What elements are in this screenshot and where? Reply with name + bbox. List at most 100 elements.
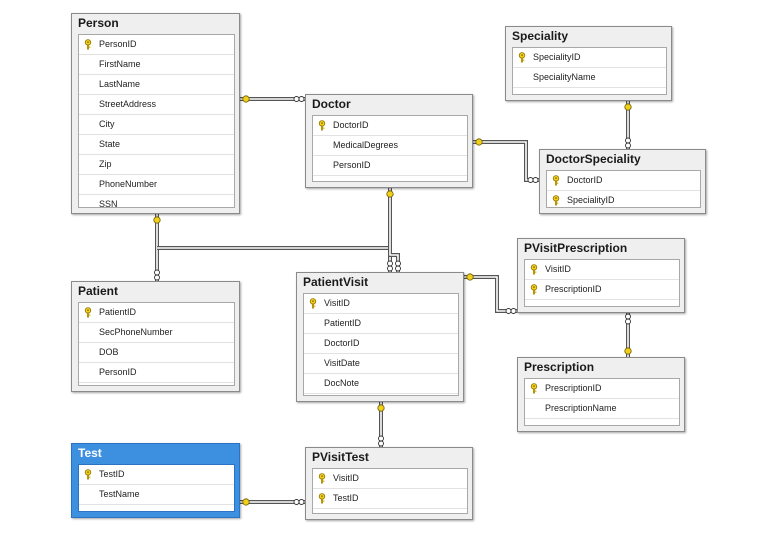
column-row[interactable]: SSN: [79, 195, 234, 207]
key-end-icon: [466, 273, 474, 281]
key-end-icon: [624, 347, 632, 355]
column-row[interactable]: StreetAddress: [79, 95, 234, 115]
column-row[interactable]: SpecialityName: [513, 68, 666, 88]
infinity-end-icon: [527, 177, 539, 183]
column-name: DoctorID: [567, 175, 603, 185]
column-list: PrescriptionID PrescriptionName: [524, 378, 680, 426]
column-row[interactable]: SpecialityID: [513, 48, 666, 68]
column-row[interactable]: PrescriptionID: [525, 280, 679, 300]
column-row[interactable]: PersonID: [313, 156, 467, 176]
column-row[interactable]: TestID: [79, 465, 234, 485]
infinity-end-icon: [387, 260, 393, 272]
column-name: DOB: [99, 347, 119, 357]
rel-test-pvisittest[interactable]: [240, 498, 305, 506]
column-name: City: [99, 119, 115, 129]
column-row[interactable]: DoctorID: [547, 171, 700, 191]
column-name: TestID: [99, 469, 125, 479]
column-row[interactable]: PatientID: [304, 314, 458, 334]
column-name: VisitID: [324, 298, 350, 308]
column-name: VisitDate: [324, 358, 360, 368]
column-name: PersonID: [99, 367, 137, 377]
column-row[interactable]: DocNote: [304, 374, 458, 394]
column-row[interactable]: TestID: [313, 489, 467, 509]
column-name: PrescriptionID: [545, 383, 602, 393]
table-title: PatientVisit: [303, 275, 369, 289]
table-title: PVisitTest: [312, 450, 369, 464]
rel-speciality-doctorspeciality[interactable]: [624, 101, 632, 149]
column-name: PhoneNumber: [99, 179, 158, 189]
column-row[interactable]: VisitID: [304, 294, 458, 314]
column-name: SpecialityID: [567, 195, 615, 205]
key-end-icon: [153, 216, 161, 224]
column-row[interactable]: VisitID: [525, 260, 679, 280]
column-row[interactable]: PhoneNumber: [79, 175, 234, 195]
column-name: Zip: [99, 159, 112, 169]
infinity-end-icon: [395, 260, 401, 272]
column-row[interactable]: DOB: [79, 343, 234, 363]
column-row[interactable]: PrescriptionID: [525, 379, 679, 399]
column-row[interactable]: VisitDate: [304, 354, 458, 374]
column-row[interactable]: PersonID: [79, 363, 234, 383]
column-name: VisitID: [333, 473, 359, 483]
rel-person-doctor[interactable]: [240, 95, 305, 103]
table-title: Doctor: [312, 97, 351, 111]
column-name: PersonID: [99, 39, 137, 49]
column-list: VisitID TestID: [312, 468, 468, 514]
column-row[interactable]: City: [79, 115, 234, 135]
rel-patientvisit-pvisitprescription[interactable]: [464, 273, 517, 314]
column-row[interactable]: SecPhoneNumber: [79, 323, 234, 343]
column-row[interactable]: SpecialityID: [547, 191, 700, 207]
column-row[interactable]: PatientID: [79, 303, 234, 323]
table-title: PVisitPrescription: [524, 241, 628, 255]
column-row[interactable]: TestName: [79, 485, 234, 505]
rel-patientvisit-pvisittest[interactable]: [377, 402, 385, 447]
column-row[interactable]: LastName: [79, 75, 234, 95]
column-row[interactable]: VisitID: [313, 469, 467, 489]
column-row[interactable]: PersonID: [79, 35, 234, 55]
rel-doctor-doctorspeciality[interactable]: [473, 138, 539, 183]
table-title: Person: [78, 16, 119, 30]
table-title: DoctorSpeciality: [546, 152, 641, 166]
key-end-icon: [624, 103, 632, 111]
column-list: TestID TestName: [78, 464, 235, 512]
column-row[interactable]: MedicalDegrees: [313, 136, 467, 156]
infinity-end-icon: [293, 96, 305, 102]
key-end-icon: [242, 498, 250, 506]
table-title: Test: [78, 446, 102, 460]
key-end-icon: [242, 95, 250, 103]
key-end-icon: [377, 404, 385, 412]
infinity-end-icon: [625, 313, 631, 325]
infinity-end-icon: [505, 308, 517, 314]
column-row[interactable]: FirstName: [79, 55, 234, 75]
column-list: DoctorID SpecialityID: [546, 170, 701, 208]
column-row[interactable]: State: [79, 135, 234, 155]
infinity-end-icon: [293, 499, 305, 505]
rel-doctor-patientvisit[interactable]: [386, 188, 401, 272]
column-name: StreetAddress: [99, 99, 157, 109]
column-name: MedicalDegrees: [333, 140, 399, 150]
column-row[interactable]: Zip: [79, 155, 234, 175]
table-title: Speciality: [512, 29, 569, 43]
infinity-end-icon: [378, 435, 384, 447]
column-row[interactable]: PrescriptionName: [525, 399, 679, 419]
column-row[interactable]: DoctorID: [304, 334, 458, 354]
rel-person-patientvisit[interactable]: [157, 246, 393, 272]
column-name: TestID: [333, 493, 359, 503]
rel-prescription-pvisitprescription[interactable]: [624, 313, 632, 357]
column-row[interactable]: DoctorID: [313, 116, 467, 136]
